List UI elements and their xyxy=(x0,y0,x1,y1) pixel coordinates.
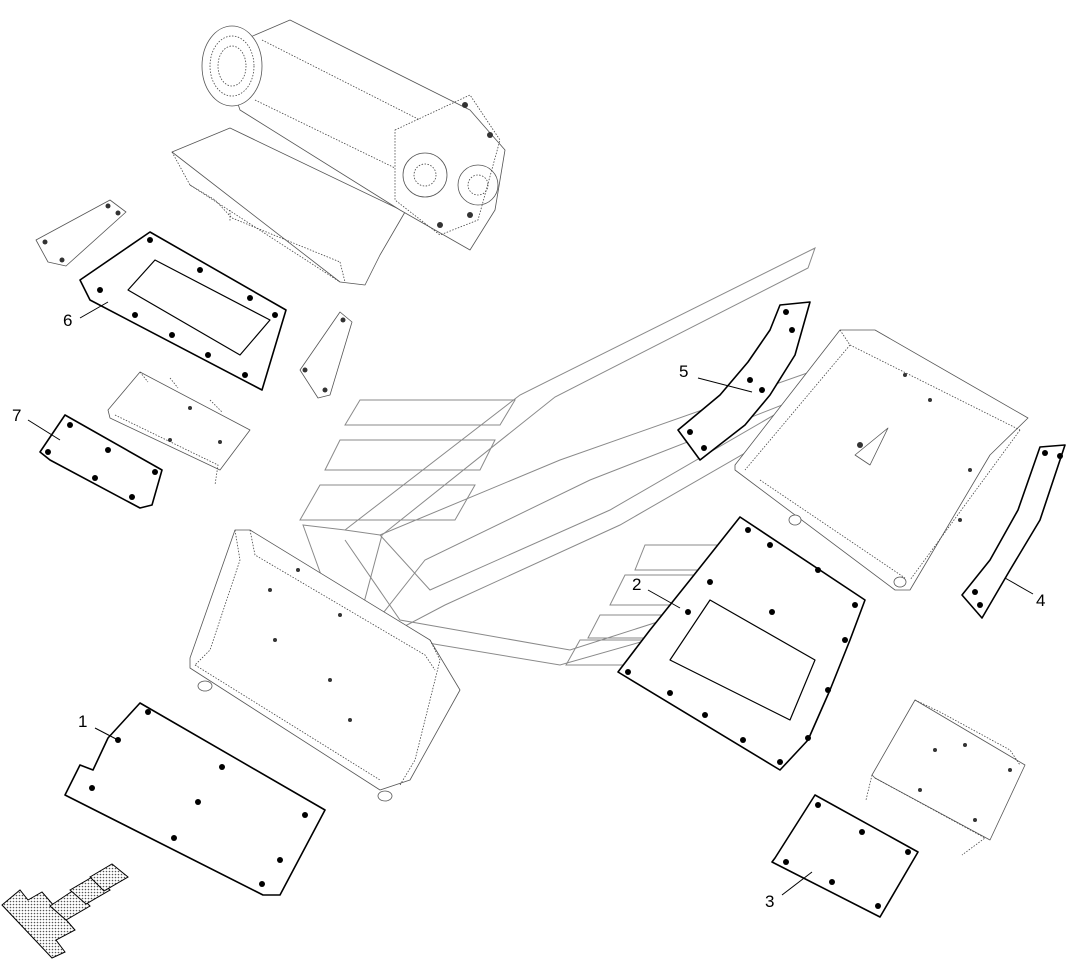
leader-5 xyxy=(697,377,753,393)
small-frame-left xyxy=(107,371,251,486)
leader-7 xyxy=(27,419,61,441)
corner-plate-small xyxy=(35,199,127,267)
leader-1 xyxy=(94,727,119,741)
right-hopper-assembly xyxy=(734,329,1029,591)
left-hopper-assembly xyxy=(189,529,461,802)
part-2-large-plate xyxy=(617,516,866,771)
leader-3 xyxy=(781,871,813,896)
direction-arrow-icon xyxy=(1,863,129,959)
corner-plate-mid xyxy=(299,311,353,399)
callout-2: 2 xyxy=(632,575,641,594)
part-5-curved-strip xyxy=(677,301,811,461)
part-3-small-plate xyxy=(771,794,919,918)
leader-lines xyxy=(27,301,1034,896)
callout-5: 5 xyxy=(679,362,688,381)
leader-2 xyxy=(647,589,681,609)
callout-4: 4 xyxy=(1036,591,1045,610)
part-6-cover-plate xyxy=(79,231,287,391)
leader-6 xyxy=(79,301,109,319)
part-4-curved-strip xyxy=(961,444,1066,619)
callout-1: 1 xyxy=(78,712,87,731)
small-frame-right xyxy=(865,699,1026,856)
leader-4 xyxy=(1004,577,1034,595)
part-1-bottom-plate xyxy=(64,702,326,896)
callout-7: 7 xyxy=(12,406,21,425)
callout-3: 3 xyxy=(765,892,774,911)
main-motor-assembly xyxy=(171,19,506,286)
part-7-small-plate xyxy=(39,414,163,509)
callout-6: 6 xyxy=(63,311,72,330)
